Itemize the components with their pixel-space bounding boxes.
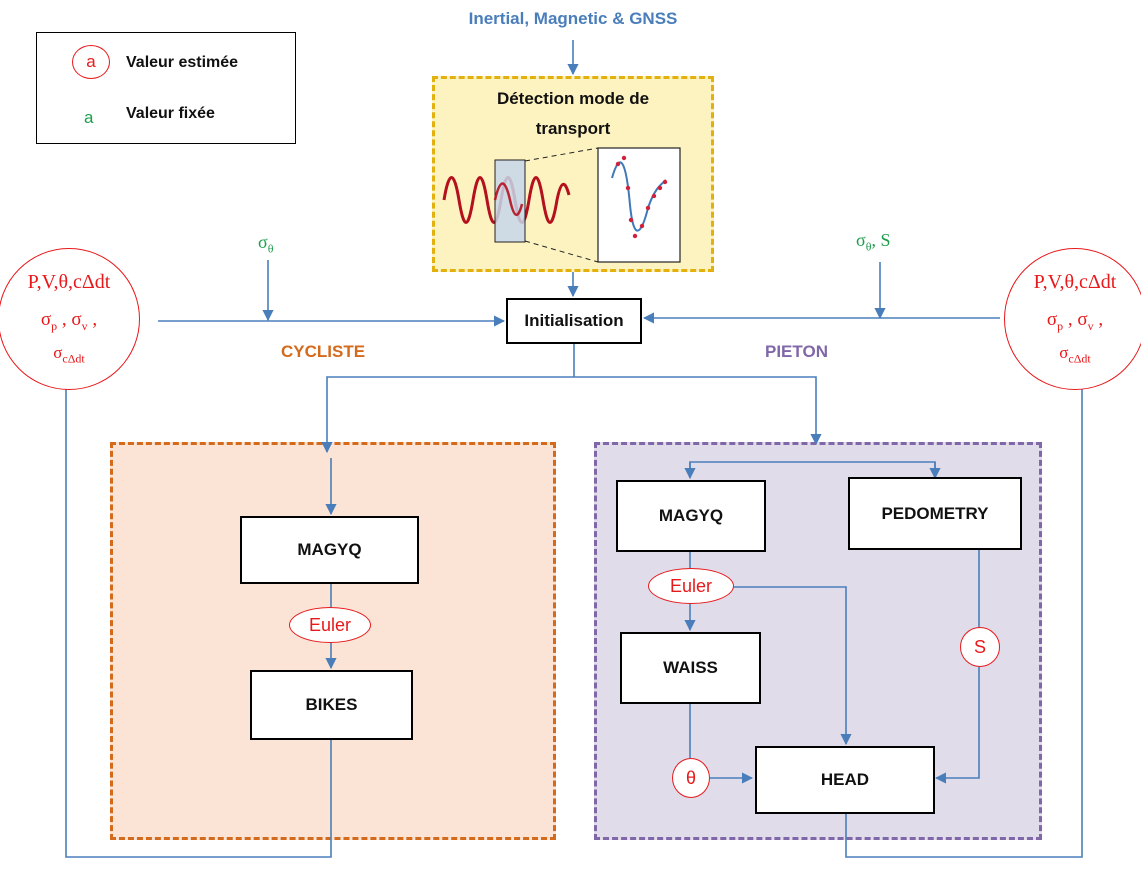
initialisation-box: Initialisation: [506, 298, 642, 344]
waveform-illustration: [442, 147, 681, 263]
detection-title-line1: Détection mode de: [496, 89, 650, 108]
cyclist-label: CYCLISTE: [281, 342, 366, 361]
std-dev-clock-label: σcΔdt: [1059, 343, 1091, 366]
estimated-value-label: Valeur estimée: [126, 54, 239, 71]
estimated-value-symbol: a: [72, 45, 110, 79]
bikes-box: BIKES: [250, 670, 413, 740]
theta-circle: θ: [672, 758, 710, 798]
pedestrian-euler-ellipse: Euler: [648, 568, 734, 604]
sensor-source-label: Inertial, Magnetic & GNSS: [468, 9, 678, 28]
s-to-head-arrow: [934, 667, 980, 784]
euler-to-head-arrow: [734, 586, 852, 746]
pedometry-box: PEDOMETRY: [848, 477, 1022, 550]
init-to-cyclist-arrow: [321, 376, 574, 454]
std-dev-pv-label: σp , σv ,: [40, 309, 98, 333]
pedestrian-label: PIETON: [765, 342, 828, 361]
step-length-circle: S: [960, 627, 1000, 667]
zoom-line-bottom: [524, 240, 599, 263]
waiss-box: WAISS: [620, 632, 761, 704]
detection-title: Détection mode de transport: [432, 84, 714, 144]
window-wave: [493, 182, 524, 216]
bikes-feedback-line: [65, 384, 332, 858]
cyclist-euler-ellipse: Euler: [289, 607, 371, 643]
state-circle-right: P,V,θ,cΔdt σp , σv , σcΔdt: [1004, 248, 1141, 390]
std-dev-pv-label: σp , σv ,: [1046, 309, 1104, 333]
head-feedback-line: [845, 384, 1083, 858]
std-dev-clock-label: σcΔdt: [53, 343, 85, 366]
pedestrian-magyq-box: MAGYQ: [616, 480, 766, 552]
cyclist-magyq-box: MAGYQ: [240, 516, 419, 584]
zoom-curve: [611, 161, 667, 232]
state-vector-label: P,V,θ,cΔdt: [1033, 271, 1117, 293]
fixed-value-label: Valeur fixée: [126, 105, 215, 122]
sigma-theta-s-label: σθ, S: [856, 230, 891, 254]
legend: a Valeur estimée a Valeur fixée: [36, 32, 296, 144]
sigma-theta-left-label: σθ: [258, 232, 274, 256]
pedestrian-split-line: [689, 461, 936, 476]
init-to-pedestrian-arrow: [574, 376, 822, 446]
zoom-panel: [597, 147, 681, 263]
head-box: HEAD: [755, 746, 935, 814]
fixed-value-symbol: a: [84, 108, 94, 127]
state-vector-label: P,V,θ,cΔdt: [27, 271, 111, 293]
zoom-line-top: [524, 147, 599, 162]
detection-title-line2: transport: [535, 119, 611, 138]
state-circle-left: P,V,θ,cΔdt σp , σv , σcΔdt: [0, 248, 140, 390]
